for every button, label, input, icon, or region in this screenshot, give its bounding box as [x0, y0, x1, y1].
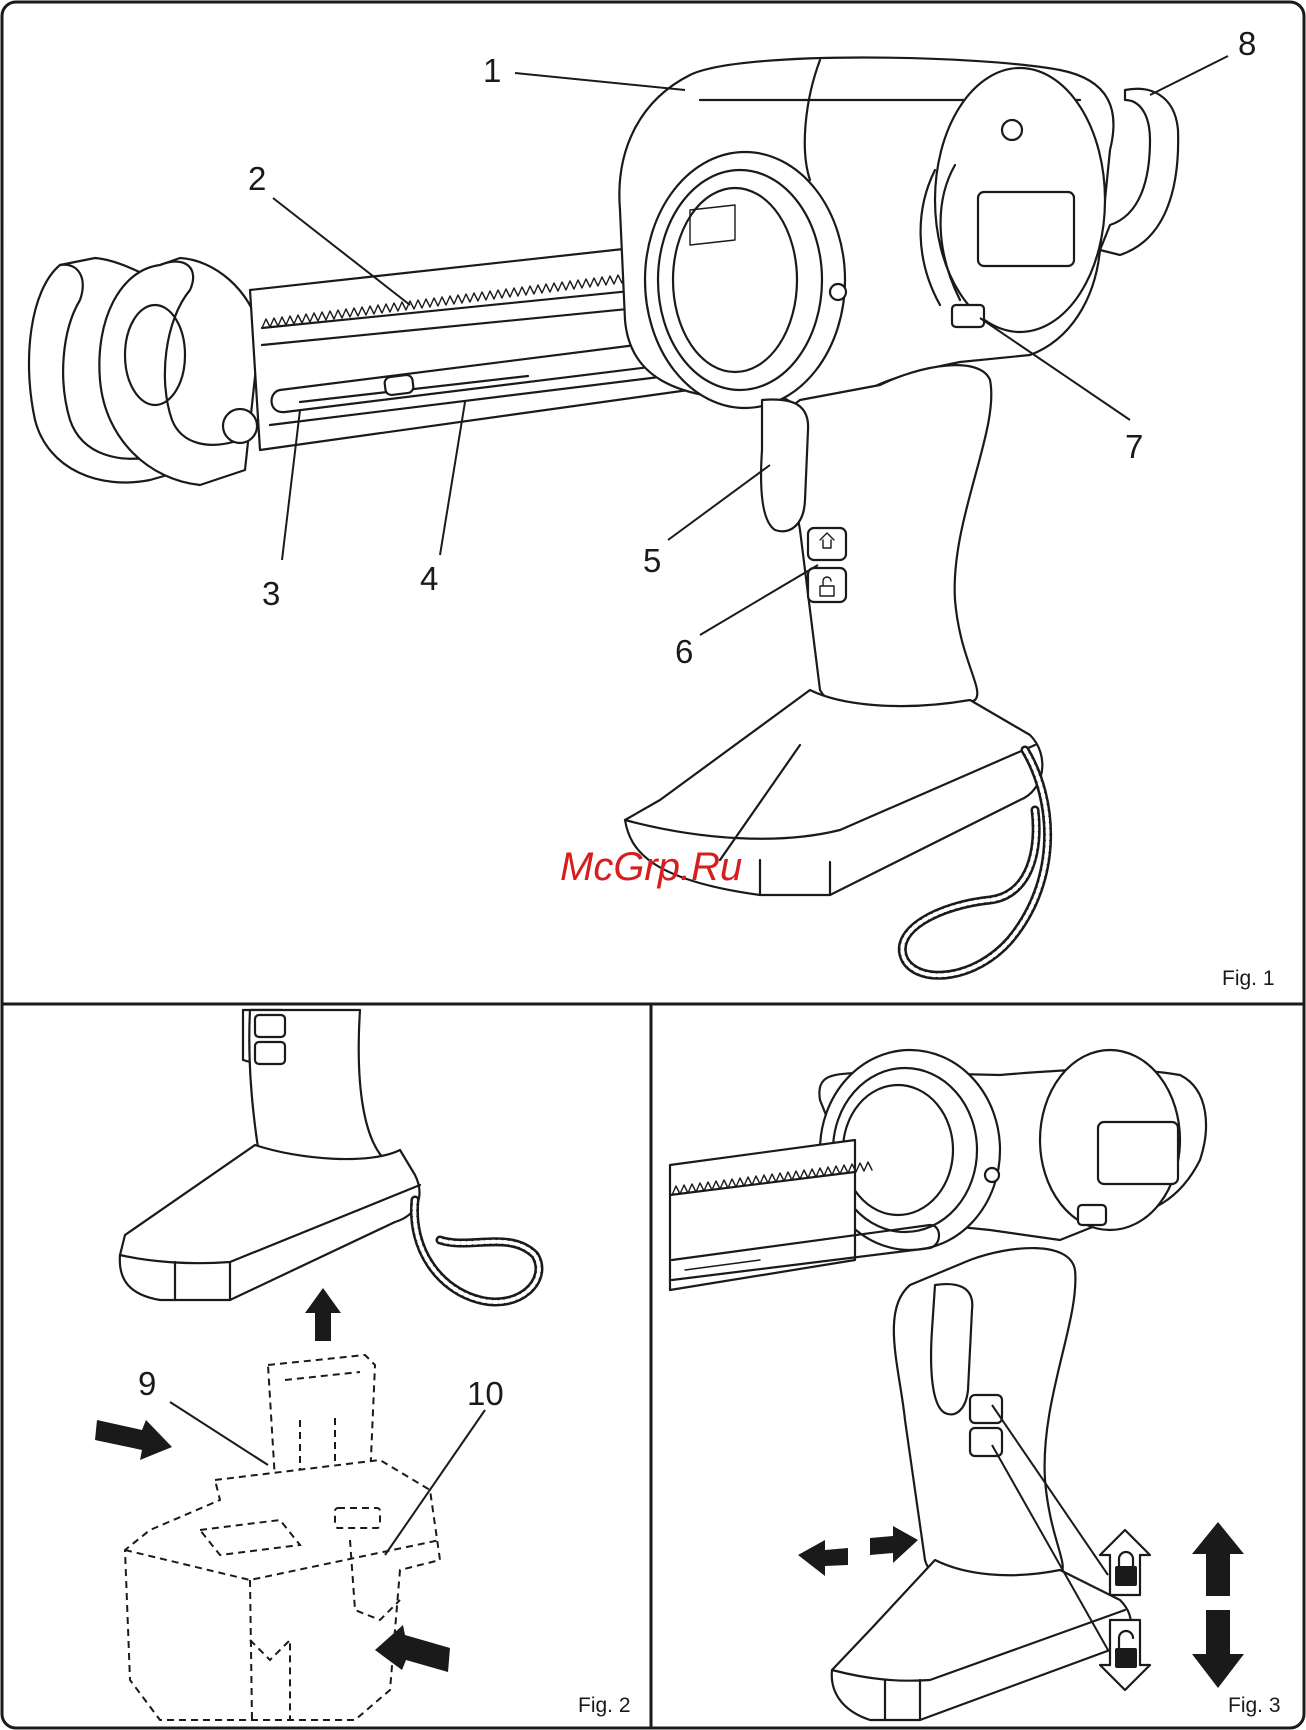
callout-7: 7	[1125, 428, 1143, 465]
callout-2: 2	[248, 160, 266, 197]
battery-pack-dashed	[125, 1355, 440, 1720]
callout-6: 6	[675, 633, 693, 670]
fig3-direction-switch: Fig. 3	[670, 1050, 1281, 1720]
fig1-label: Fig. 1	[1222, 967, 1275, 990]
callout-1: 1	[483, 52, 501, 89]
grip-handle	[761, 365, 991, 721]
fig2-battery-removal: 9 10 Fig. 2	[95, 1010, 631, 1720]
callout-9: 9	[138, 1365, 156, 1402]
callout-4: 4	[420, 560, 438, 597]
callout-10: 10	[467, 1375, 504, 1412]
callout-3: 3	[262, 575, 280, 612]
cartridge-cradle	[29, 258, 260, 485]
callout-8: 8	[1238, 25, 1256, 62]
callout-5: 5	[643, 542, 661, 579]
fig3-label: Fig. 3	[1228, 1694, 1281, 1717]
motor-housing	[619, 58, 1178, 411]
watermark: McGrp.Ru	[560, 845, 742, 889]
fig2-label: Fig. 2	[578, 1694, 631, 1717]
